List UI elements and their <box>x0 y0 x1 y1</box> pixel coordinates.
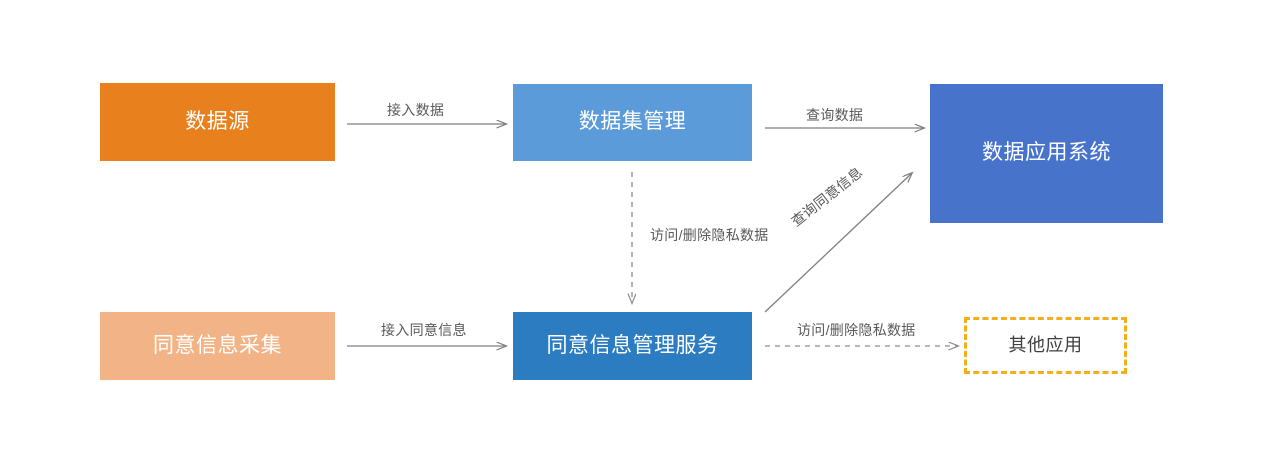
edge-label-query-consent: 查询同意信息 <box>788 163 866 230</box>
node-data-source-label: 数据源 <box>185 109 250 133</box>
node-other-application-label: 其他应用 <box>1008 335 1083 356</box>
edge-label-privacy-middle: 访问/删除隐私数据 <box>650 227 769 243</box>
node-data-application-system[interactable]: 数据应用系统 <box>930 84 1163 223</box>
edge-label-query-data: 查询数据 <box>806 107 864 123</box>
node-consent-management-service[interactable]: 同意信息管理服务 <box>513 312 752 380</box>
edge-label-ingest-consent: 接入同意信息 <box>381 322 467 338</box>
edge-label-ingest-data: 接入数据 <box>387 102 445 118</box>
node-consent-collection[interactable]: 同意信息采集 <box>100 312 335 380</box>
node-dataset-management-label: 数据集管理 <box>578 110 687 134</box>
node-data-source[interactable]: 数据源 <box>100 83 335 161</box>
node-consent-collection-label: 同意信息采集 <box>153 333 282 357</box>
node-dataset-management[interactable]: 数据集管理 <box>513 84 752 161</box>
node-data-application-system-label: 数据应用系统 <box>982 141 1111 165</box>
node-other-application[interactable]: 其他应用 <box>964 317 1127 374</box>
edge-label-privacy-bottom: 访问/删除隐私数据 <box>797 322 916 338</box>
node-consent-management-service-label: 同意信息管理服务 <box>546 333 719 357</box>
